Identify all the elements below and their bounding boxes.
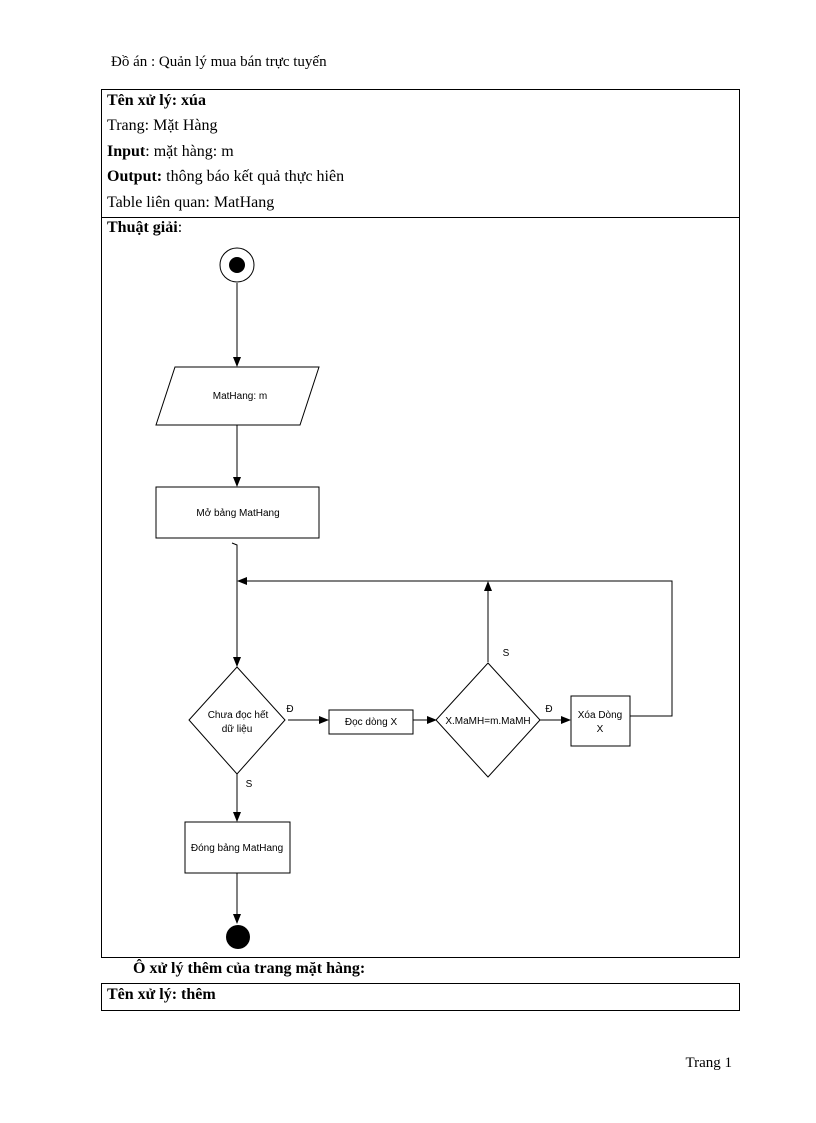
no-label: S [246,779,253,790]
open-label: Mở bảng MatHang [196,507,279,519]
delete-label: Xóa Dòng [578,710,622,721]
condition2-diamond [435,662,541,778]
start-node-dot [229,257,245,273]
algorithm-heading: Thuật giải: [107,219,182,237]
cond1-label: Chưa đọc hết [208,709,269,721]
input-value: : mặt hàng: m [145,143,234,160]
next-section-heading: Ô xử lý thêm của trang mặt hàng: [133,960,366,977]
close-label: Đóng bảng MatHang [191,843,283,854]
input-label: Input [107,143,146,160]
start-node [219,247,255,283]
yes-label: Đ [545,704,552,715]
input-label: MatHang: m [213,391,267,402]
page-header: Đồ án : Quản lý mua bán trực tuyến [111,54,327,70]
read-label: Đọc dòng X [345,717,398,728]
next-process-name: Tên xử lý: thêm [107,986,216,1003]
open-table-box [155,486,320,539]
output-label: Output: [107,168,163,185]
process-input: Input: mặt hàng: m [107,143,234,161]
process-name: Tên xử lý: xúa [107,92,206,109]
arrow [231,542,241,667]
input-parallelogram [155,366,320,426]
yes-label: Đ [286,704,293,715]
divider [101,217,740,218]
output-value: thông báo kết quả thực hiên [162,168,345,185]
process-output: Output: thông báo kết quả thực hiên [107,168,344,186]
process-page: Trang: Mặt Hàng [107,117,218,134]
process-table [101,89,740,958]
no-label: S [503,648,510,659]
loop-arrow [237,577,673,717]
cond1-label-2: dữ liệu [222,724,253,735]
read-row-box [328,709,414,735]
delete-label-2: X [597,724,604,735]
end-node [226,925,250,949]
algorithm-colon: : [177,219,183,236]
process-table-related: Table liên quan: MatHang [107,194,275,211]
algorithm-label: Thuật giải [107,219,178,236]
next-process-table [101,983,740,1011]
delete-row-box [570,695,631,747]
cond2-label: X.MaMH=m.MaMH [445,716,530,727]
page-number: Trang 1 [685,1055,732,1071]
